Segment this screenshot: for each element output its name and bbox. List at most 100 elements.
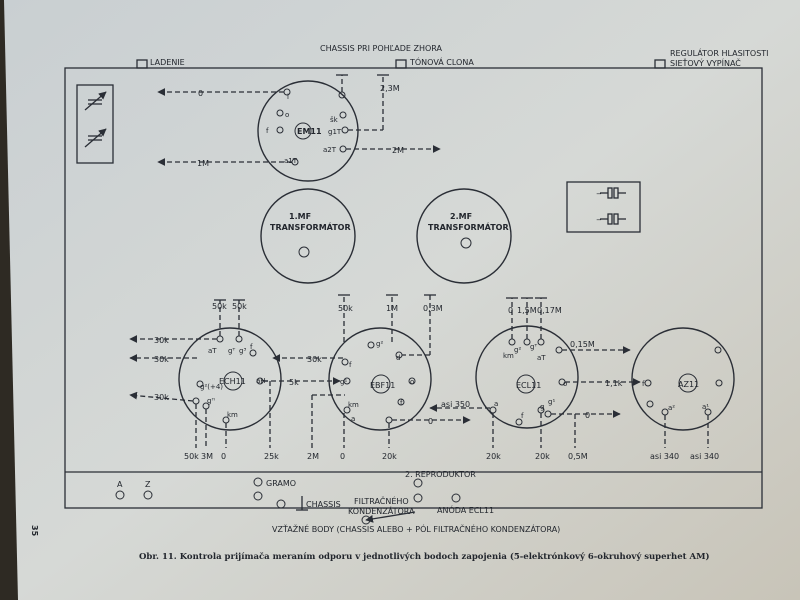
tube-ech11-label: ECH11 bbox=[219, 377, 246, 386]
resistance-label: 30k bbox=[154, 393, 169, 402]
pin-label: šk bbox=[330, 116, 339, 124]
resistance-label: 1,1k bbox=[605, 379, 623, 388]
resistance-label: 20k bbox=[486, 452, 501, 461]
resistance-label: 30k bbox=[154, 336, 169, 345]
pin-label: a² bbox=[668, 404, 675, 412]
pin-label: a¹ bbox=[702, 403, 709, 411]
tube-ecl11-label: ECL11 bbox=[516, 381, 541, 390]
tube-em11: EM11 i o f a1T šk g1T a2T bbox=[257, 80, 359, 182]
pin-label: f bbox=[349, 361, 352, 369]
pin-label: aT bbox=[208, 347, 217, 355]
resistance-label: 5k bbox=[289, 378, 299, 387]
pin-label: f bbox=[400, 399, 403, 407]
pin-label: g² bbox=[514, 346, 521, 354]
tonova-notch bbox=[395, 59, 407, 69]
mf-transformer-1: 1.MF TRANSFORMÁTOR bbox=[260, 188, 356, 284]
resistance-label: 3M bbox=[201, 452, 213, 461]
resistance-label: 0 bbox=[508, 306, 513, 315]
mf-transformer-2: 2.MF TRANSFORMÁTOR bbox=[416, 188, 512, 284]
resistance-label: asi 340 bbox=[690, 452, 719, 461]
tube-em11-label: EM11 bbox=[297, 127, 322, 136]
anoda-label: ANÓDA ECL11 bbox=[437, 504, 494, 515]
reproduktor-label: 2. REPRODUKTOR bbox=[405, 470, 476, 479]
resistance-label: 0 bbox=[585, 411, 590, 420]
pin-label: aT bbox=[537, 354, 546, 362]
pin-label: g bbox=[540, 403, 544, 411]
resistance-label: 1M bbox=[197, 159, 209, 168]
pin-label: a1T bbox=[284, 157, 298, 165]
resistance-label: 50k bbox=[232, 302, 247, 311]
pin-label: a2T bbox=[323, 146, 337, 154]
chassis-view-label: CHASSIS PRI POHĽADE ZHORA bbox=[320, 44, 443, 53]
vypinac-label: SIEŤOVÝ VYPÍNAČ bbox=[670, 57, 741, 68]
pin-label: o bbox=[563, 380, 567, 388]
resistance-label: 0 bbox=[428, 417, 433, 426]
pin-label: g²(+4) bbox=[200, 383, 223, 391]
regulator-notch bbox=[654, 59, 666, 69]
resistance-label: 50k bbox=[338, 304, 353, 313]
pin-label: f bbox=[642, 380, 645, 388]
pin-label: f bbox=[266, 127, 269, 135]
resistance-label: asi 350 bbox=[441, 400, 470, 409]
tube-ech11: ECH11 aT gᵀ g³ f aH g²(+4) gᴴ km bbox=[178, 327, 282, 431]
resistance-label: 50k bbox=[184, 452, 199, 461]
terminal-z-label: Z bbox=[145, 480, 151, 489]
resistance-label: 30k bbox=[154, 355, 169, 364]
pin-label: km bbox=[503, 352, 514, 360]
regulator-label: REGULÁTOR HLASITOSTI bbox=[670, 47, 769, 58]
paper-page bbox=[4, 0, 800, 600]
pin-label: g1T bbox=[328, 128, 342, 136]
tube-ebf11: EBF11 g² d g¹ f o km f a bbox=[328, 327, 432, 431]
resistance-label: 2M bbox=[307, 452, 319, 461]
pin-label: aH bbox=[256, 377, 266, 385]
terminal-strip: A Z GRAMO CHASSIS FILTRAČNÉHO KONDENZÁTO… bbox=[115, 470, 560, 534]
page-number: 35 bbox=[30, 525, 39, 537]
resistance-label: 25k bbox=[264, 452, 279, 461]
resistance-label: 0,5M bbox=[568, 452, 588, 461]
vztazne-label: VZŤAŽNÉ BODY (CHASSIS ALEBO + PÓL FILTRA… bbox=[272, 523, 560, 534]
resistance-label: 2,3M bbox=[380, 84, 400, 93]
mf1-title: 1.MF bbox=[289, 212, 311, 221]
chassis-label: CHASSIS bbox=[306, 500, 341, 509]
mf2-title: 2.MF bbox=[450, 212, 472, 221]
pin-label: gᵀ bbox=[228, 347, 235, 355]
pin-label: gᵀ bbox=[530, 343, 537, 351]
resistance-label: 30k bbox=[307, 355, 322, 364]
resistance-label: 0 bbox=[221, 452, 226, 461]
resistance-label: 2M bbox=[392, 146, 404, 155]
svg-text:−: − bbox=[596, 216, 602, 224]
resistance-label: 1M bbox=[386, 304, 398, 313]
pin-label: o bbox=[410, 378, 414, 386]
vztazne-arrow bbox=[365, 511, 416, 523]
filter-capacitor-box: − − bbox=[566, 181, 641, 233]
chassis-frame bbox=[64, 67, 763, 509]
resistance-label: 20k bbox=[535, 452, 550, 461]
terminal-a-label: A bbox=[117, 480, 123, 489]
pin-label: km bbox=[227, 411, 238, 419]
figure-caption: Obr. 11. Kontrola prijímača meraním odpo… bbox=[139, 551, 710, 562]
filtr-label-1: FILTRAČNÉHO bbox=[354, 495, 409, 506]
resistance-label: 0 bbox=[198, 89, 203, 98]
tube-ebf11-label: EBF11 bbox=[370, 381, 395, 390]
resistance-label: 0,17M bbox=[537, 306, 562, 315]
tonova-label: TÓNOVÁ CLONA bbox=[409, 56, 474, 67]
mf1-subtitle: TRANSFORMÁTOR bbox=[270, 221, 351, 232]
mf2-subtitle: TRANSFORMÁTOR bbox=[428, 221, 509, 232]
svg-text:−: − bbox=[596, 190, 602, 198]
pin-label: f bbox=[521, 412, 524, 420]
pin-label: a bbox=[351, 415, 355, 423]
pin-label: o bbox=[285, 111, 289, 119]
pin-label: a bbox=[494, 400, 498, 408]
resistance-label: 0 bbox=[340, 452, 345, 461]
gramo-label: GRAMO bbox=[266, 479, 296, 488]
pin-label: d bbox=[396, 354, 400, 362]
ladenie-label: LADENIE bbox=[150, 58, 185, 67]
resistance-label: 0,15M bbox=[570, 340, 595, 349]
resistance-label: 1,5M bbox=[517, 306, 537, 315]
lead-ech-g2 bbox=[129, 391, 194, 402]
pin-label: g² bbox=[376, 340, 383, 348]
pin-label: f bbox=[250, 343, 253, 351]
resistance-label: asi 340 bbox=[650, 452, 679, 461]
variable-capacitor-box bbox=[76, 84, 114, 164]
